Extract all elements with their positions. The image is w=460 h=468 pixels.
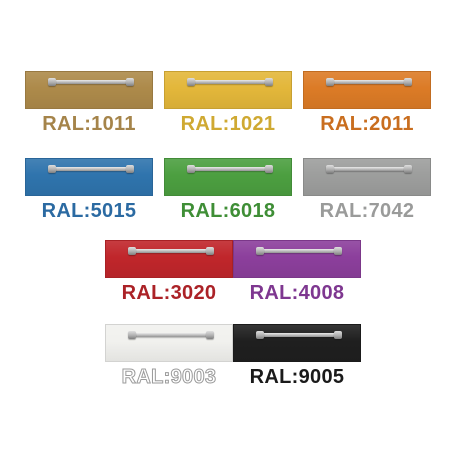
color-code-label: RAL:5015 (41, 200, 137, 222)
handle-icon (187, 165, 273, 173)
swatch-ral-1021: RAL:1021 (164, 71, 294, 135)
color-panel (25, 158, 153, 196)
color-panel (25, 71, 153, 109)
swatch-ral-6018: RAL:6018 (164, 158, 294, 222)
handle-icon (128, 247, 214, 255)
color-code-label: RAL:3020 (121, 282, 217, 304)
swatch-ral-4008: RAL:4008 (233, 240, 363, 304)
swatch-ral-3020: RAL:3020 (105, 240, 235, 304)
swatch-ral-7042: RAL:7042 (303, 158, 433, 222)
color-panel (164, 158, 292, 196)
swatch-ral-9005: RAL:9005 (233, 324, 363, 388)
swatch-ral-1011: RAL:1011 (25, 71, 155, 135)
color-panel (233, 324, 361, 362)
color-code-label: RAL:2011 (320, 113, 414, 135)
color-code-label: RAL:9005 (249, 366, 345, 388)
color-code-label: RAL:6018 (180, 200, 276, 222)
handle-icon (256, 331, 342, 339)
swatch-ral-2011: RAL:2011 (303, 71, 433, 135)
color-panel (164, 71, 292, 109)
color-panel (303, 158, 431, 196)
handle-icon (48, 78, 134, 86)
handle-icon (128, 331, 214, 339)
color-code-label: RAL:9003 (121, 366, 217, 389)
color-code-label: RAL:1021 (180, 113, 276, 135)
color-code-label: RAL:7042 (319, 200, 415, 222)
swatch-ral-5015: RAL:5015 (25, 158, 155, 222)
handle-icon (187, 78, 273, 86)
swatch-ral-9003: RAL:9003 (105, 324, 235, 389)
handle-icon (48, 165, 134, 173)
handle-icon (256, 247, 342, 255)
color-panel (105, 324, 233, 362)
handle-icon (326, 78, 412, 86)
color-panel (105, 240, 233, 278)
color-code-label: RAL:1011 (42, 113, 136, 135)
color-panel (233, 240, 361, 278)
color-panel (303, 71, 431, 109)
color-code-label: RAL:4008 (249, 282, 345, 304)
handle-icon (326, 165, 412, 173)
